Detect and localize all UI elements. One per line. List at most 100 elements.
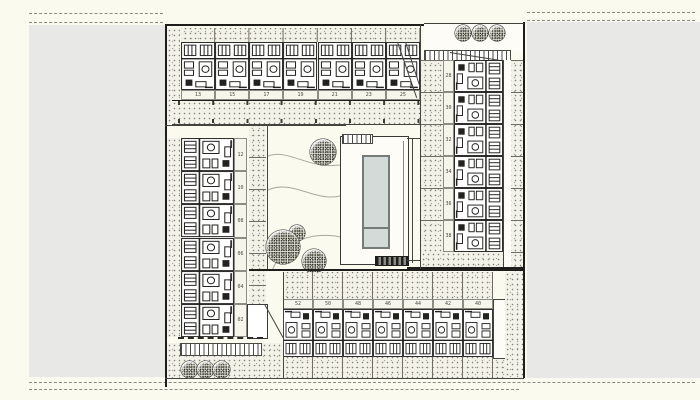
unit-cell: 23 bbox=[351, 42, 386, 100]
boundary-dashed-line bbox=[527, 20, 695, 21]
unit-furniture-sketch bbox=[181, 138, 234, 171]
site-wall-south bbox=[165, 378, 524, 379]
tree bbox=[472, 25, 488, 41]
unit-cell: 32 bbox=[443, 124, 503, 156]
unit-floorplan bbox=[351, 42, 386, 90]
right-column-south-yard bbox=[421, 252, 503, 267]
right-column-units: 28 30 32 34 36 38 bbox=[443, 60, 503, 252]
pool-step-divider bbox=[364, 227, 388, 229]
unit-furniture-sketch bbox=[454, 92, 503, 124]
unit-furniture-sketch bbox=[403, 309, 433, 357]
unit-furniture-sketch bbox=[454, 220, 503, 252]
offsite-parcel-left bbox=[29, 25, 165, 377]
unit-furniture-sketch bbox=[181, 204, 234, 237]
top-row-west-yard bbox=[167, 28, 180, 123]
deck-link-line bbox=[407, 260, 421, 261]
unit-furniture-sketch bbox=[215, 42, 249, 90]
unit-floorplan bbox=[283, 42, 318, 90]
deck-link-line bbox=[407, 138, 421, 139]
swimming-pool bbox=[362, 155, 390, 249]
unit-floorplan bbox=[181, 237, 234, 271]
site-wall-north-east bbox=[424, 23, 524, 24]
unit-number-label: 36 bbox=[443, 188, 454, 220]
right-column-rear-yards bbox=[511, 60, 523, 280]
unit-floorplan bbox=[454, 124, 503, 156]
unit-number-label: 28 bbox=[443, 60, 454, 92]
unit-floorplan bbox=[317, 42, 352, 90]
unit-cell: 40 bbox=[463, 299, 493, 357]
unit-cell: 38 bbox=[443, 220, 503, 252]
bottom-row-units: 52 50 48 46 44 42 40 bbox=[283, 299, 493, 357]
tree bbox=[213, 361, 230, 378]
unit-furniture-sketch bbox=[343, 309, 373, 357]
unit-floorplan bbox=[385, 42, 420, 90]
unit-number-label: 21 bbox=[317, 90, 352, 100]
tree bbox=[181, 361, 198, 378]
unit-cell: 10 bbox=[181, 171, 247, 205]
top-row-rear-yards bbox=[181, 28, 420, 42]
unit-cell: 13 bbox=[181, 42, 216, 100]
pergola-strip-bottom-left bbox=[180, 343, 262, 356]
unit-floorplan bbox=[433, 309, 463, 357]
offsite-parcel-right bbox=[527, 22, 700, 378]
unit-number-label: 48 bbox=[343, 299, 373, 309]
unit-furniture-sketch bbox=[352, 42, 386, 90]
unit-furniture-sketch bbox=[454, 156, 503, 188]
corridor-wall bbox=[420, 24, 421, 270]
unit-number-label: 04 bbox=[234, 270, 247, 304]
top-covered-walkway bbox=[172, 100, 420, 125]
unit-number-label: 42 bbox=[433, 299, 463, 309]
unit-floorplan bbox=[454, 220, 503, 252]
boundary-dashed-line bbox=[527, 12, 695, 13]
south-road-wall bbox=[249, 269, 524, 271]
unit-cell: 34 bbox=[443, 156, 503, 188]
unit-furniture-sketch bbox=[373, 309, 403, 357]
site-wall-north bbox=[165, 24, 424, 26]
unit-floorplan bbox=[403, 309, 433, 357]
unit-cell: 06 bbox=[181, 237, 247, 271]
unit-cell: 48 bbox=[343, 299, 373, 357]
left-column-units: 12 10 08 06 04 02 bbox=[181, 138, 247, 338]
unit-cell: 15 bbox=[215, 42, 250, 100]
unit-cell: 28 bbox=[443, 60, 503, 92]
unit-furniture-sketch bbox=[463, 309, 493, 357]
boundary-dashed-line bbox=[29, 13, 163, 14]
unit-furniture-sketch bbox=[181, 171, 234, 204]
unit-furniture-sketch bbox=[283, 42, 317, 90]
bottom-row-front-yards bbox=[283, 357, 505, 378]
unit-cell: 46 bbox=[373, 299, 403, 357]
unit-number-label: 30 bbox=[443, 92, 454, 124]
site-wall-west bbox=[165, 25, 167, 387]
top-row-units: 13 15 17 19 21 23 25 bbox=[181, 42, 420, 100]
unit-floorplan bbox=[181, 303, 234, 338]
unit-number-label: 15 bbox=[215, 90, 250, 100]
unit-cell: 21 bbox=[317, 42, 352, 100]
unit-cell: 50 bbox=[313, 299, 343, 357]
unit-cell: 44 bbox=[403, 299, 433, 357]
unit-cell: 30 bbox=[443, 92, 503, 124]
unit-furniture-sketch bbox=[454, 124, 503, 156]
left-column-front-walk bbox=[249, 125, 266, 337]
unit-furniture-sketch bbox=[454, 60, 503, 92]
unit-number-label: 17 bbox=[249, 90, 284, 100]
unit-number-label: 08 bbox=[234, 204, 247, 238]
unit-cell: 02 bbox=[181, 303, 247, 338]
tree bbox=[310, 139, 336, 165]
unit-furniture-sketch bbox=[181, 271, 234, 304]
unit-floorplan bbox=[454, 188, 503, 220]
unit-floorplan bbox=[181, 204, 234, 238]
unit-floorplan bbox=[373, 309, 403, 357]
unit-floorplan bbox=[454, 156, 503, 188]
unit-cell: 42 bbox=[433, 299, 463, 357]
unit-number-label: 02 bbox=[234, 303, 247, 338]
unit-cell: 04 bbox=[181, 270, 247, 304]
unit-floorplan bbox=[463, 309, 493, 357]
unit-cell: 36 bbox=[443, 188, 503, 220]
unit-number-label: 10 bbox=[234, 171, 247, 205]
unit-furniture-sketch bbox=[318, 42, 352, 90]
left-column-rear-yards bbox=[167, 138, 180, 337]
unit-floorplan bbox=[181, 270, 234, 304]
unit-furniture-sketch bbox=[313, 309, 343, 357]
south-east-wall bbox=[407, 267, 524, 269]
unit-furniture-sketch bbox=[181, 238, 234, 271]
